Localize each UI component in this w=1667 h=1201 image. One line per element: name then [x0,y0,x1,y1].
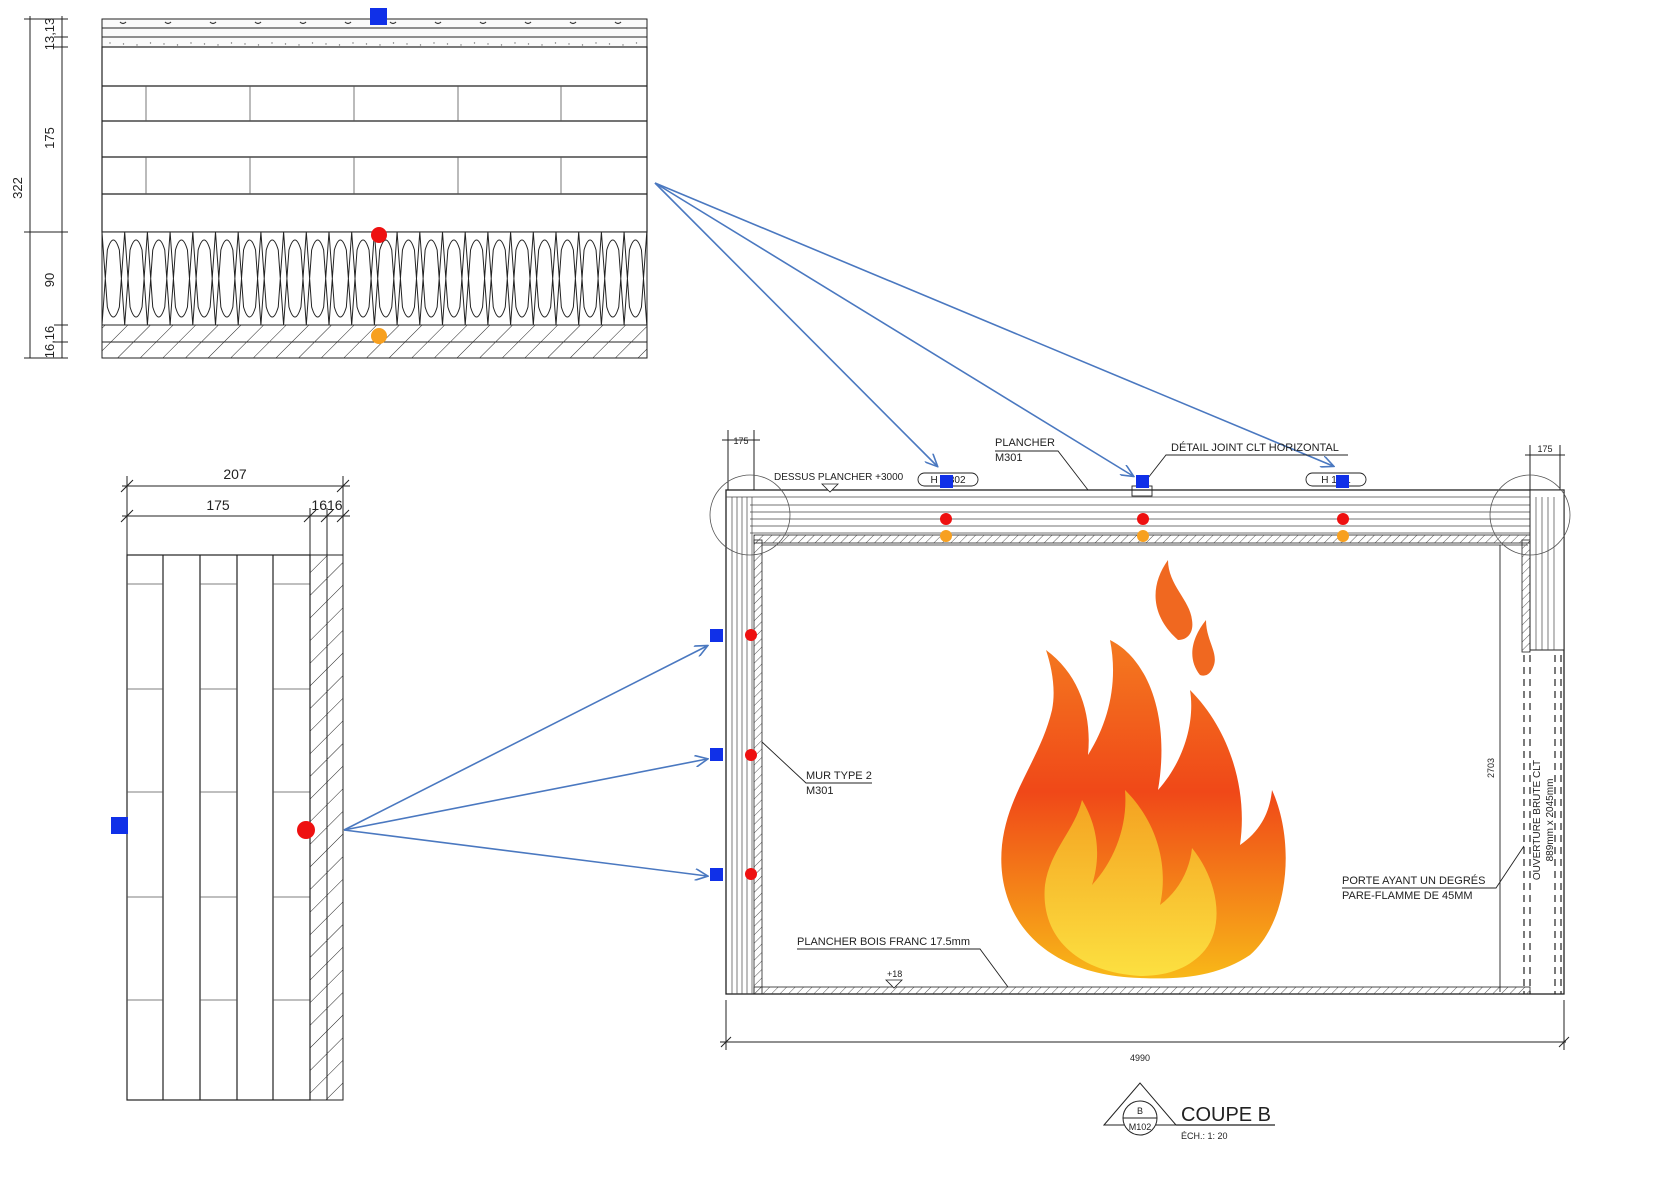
dim-16-16: 16,16 [42,326,57,359]
label-porte-line1: PORTE AYANT UN DEGRÉS [1342,874,1485,887]
sensor-red-floor-clt [371,227,387,243]
level-marker-bottom [885,979,903,989]
sensor-blue-coupe-floor-mid [1136,475,1149,488]
flame-icon [1001,560,1286,979]
level-marker-top [821,483,839,493]
wall-gypsum-layers [309,554,344,1101]
dim-175-wall: 175 [206,497,230,513]
dim-2703: 2703 [1486,758,1496,778]
dim-13-13: 13,13 [42,18,57,51]
coupe-hardwood-floor [753,986,1531,995]
section-marker-sheet: M102 [1129,1122,1152,1132]
label-mur-ref: M301 [806,785,834,797]
floor-topping-texture [109,21,638,46]
section-scale: ÉCH.: 1: 20 [1181,1131,1228,1141]
coupe-right-wall [1529,489,1565,651]
section-title: COUPE B [1181,1104,1271,1126]
sensor-orange-coupe-floor-left [940,530,952,542]
floor-clt-panel [101,46,648,233]
detail-circle-left [709,474,791,556]
label-plancher-bois: PLANCHER BOIS FRANC 17.5mm [797,936,970,948]
coupe-b-section: 175 175 [709,430,1571,1141]
label-plancher: PLANCHER [995,437,1055,449]
sensor-red-coupe-wall-bottom [745,868,757,880]
sensor-orange-coupe-floor-mid [1137,530,1149,542]
sensor-orange-coupe-floor-right [1337,530,1349,542]
dim-207: 207 [223,466,247,482]
wall-dimension-chain [120,476,350,555]
floor-dimension-chain: 13,13 175 322 90 16,16 [10,16,68,359]
sensor-blue-coupe-floor-right [1336,475,1349,488]
label-ouverture-line2: 889mm x 2045mm [1545,779,1556,862]
arrow-wall-to-bottom [343,829,707,876]
dim-322: 322 [10,177,25,199]
sensor-orange-floor-gypsum [371,328,387,344]
label-ouverture-line1: OUVERTURE BRUTE CLT [1532,760,1543,880]
sensor-red-coupe-floor-right [1337,513,1349,525]
label-dessus-plancher: DESSUS PLANCHER +3000 [774,472,904,483]
floor-section: 13,13 175 322 90 16,16 [10,8,648,359]
label-plancher-ref: M301 [995,452,1023,464]
label-detail-joint: DÉTAIL JOINT CLT HORIZONTAL [1171,441,1339,454]
dim-90: 90 [42,273,57,287]
arrow-floor-to-left [654,182,937,466]
coupe-right-wall-gypsum [1521,539,1531,653]
arrow-floor-to-mid [654,182,1133,476]
arrow-wall-to-mid [343,759,707,831]
section-marker-icon [1102,1082,1275,1136]
floor-insulation-layer [101,231,648,326]
detail-circle-right [1489,474,1571,556]
coupe-left-wall-gypsum [753,539,763,995]
wall-clt-panel [126,554,311,1101]
sensor-red-coupe-floor-left [940,513,952,525]
sensor-blue-coupe-floor-left [940,475,953,488]
label-porte-line2: PARE-FLAMME DE 45MM [1342,890,1473,902]
dim-175: 175 [42,127,57,149]
dim-1616: 1616 [311,497,342,513]
sensor-blue-floor-top [370,8,387,25]
mapping-arrows [343,182,1333,876]
sensor-blue-coupe-wall-bottom [710,868,723,881]
sensor-blue-wall-exterior [111,817,128,834]
coupe-left-wall [731,497,753,994]
dim-175-left: 175 [733,436,748,446]
sensor-red-wall-interface [297,821,315,839]
label-level-18: +18 [887,969,902,979]
sensor-red-coupe-wall-mid [745,749,757,761]
arrow-wall-to-top [343,646,707,831]
arrow-floor-to-right [654,182,1333,466]
dim-175-right: 175 [1537,444,1552,454]
sensor-red-coupe-wall-top [745,629,757,641]
sensor-blue-coupe-wall-mid [710,748,723,761]
sensor-blue-coupe-wall-top [710,629,723,642]
label-mur-type: MUR TYPE 2 [806,770,872,782]
section-marker-letter: B [1137,1106,1143,1116]
door-opening [1523,655,1562,994]
dim-4990: 4990 [1130,1053,1150,1063]
sensor-red-coupe-floor-mid [1137,513,1149,525]
wall-section: 207 175 1616 [111,466,350,1101]
